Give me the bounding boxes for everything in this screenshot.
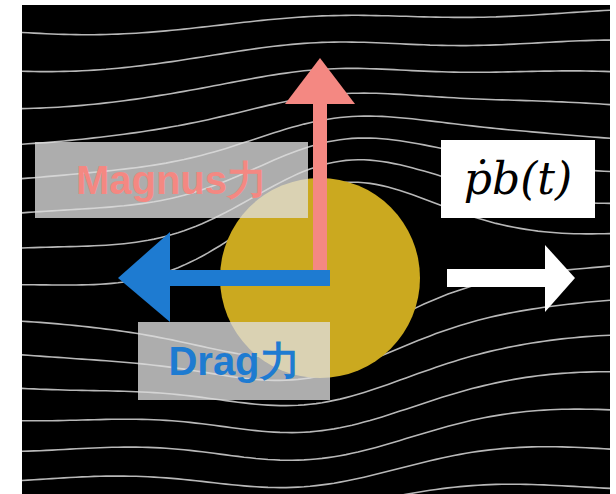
arrow-shaft: [313, 100, 327, 272]
streamline: [22, 447, 610, 488]
drag-force-label: Drag力: [138, 322, 330, 400]
arrow-head: [118, 232, 170, 322]
arrow-shaft: [165, 270, 330, 286]
streamline: [22, 409, 610, 460]
magnus-force-label: Magnus力: [35, 142, 308, 218]
streamline: [22, 484, 610, 494]
velocity-arrow: [447, 245, 575, 312]
arrow-head: [545, 245, 575, 312]
arrow-shaft: [447, 269, 549, 287]
streamline: [22, 10, 610, 35]
arrow-head: [285, 58, 355, 104]
streamlines: [22, 10, 610, 494]
drag-arrow: [118, 232, 330, 322]
velocity-label: ṗb(t): [441, 140, 595, 218]
background-panel: [22, 5, 610, 494]
